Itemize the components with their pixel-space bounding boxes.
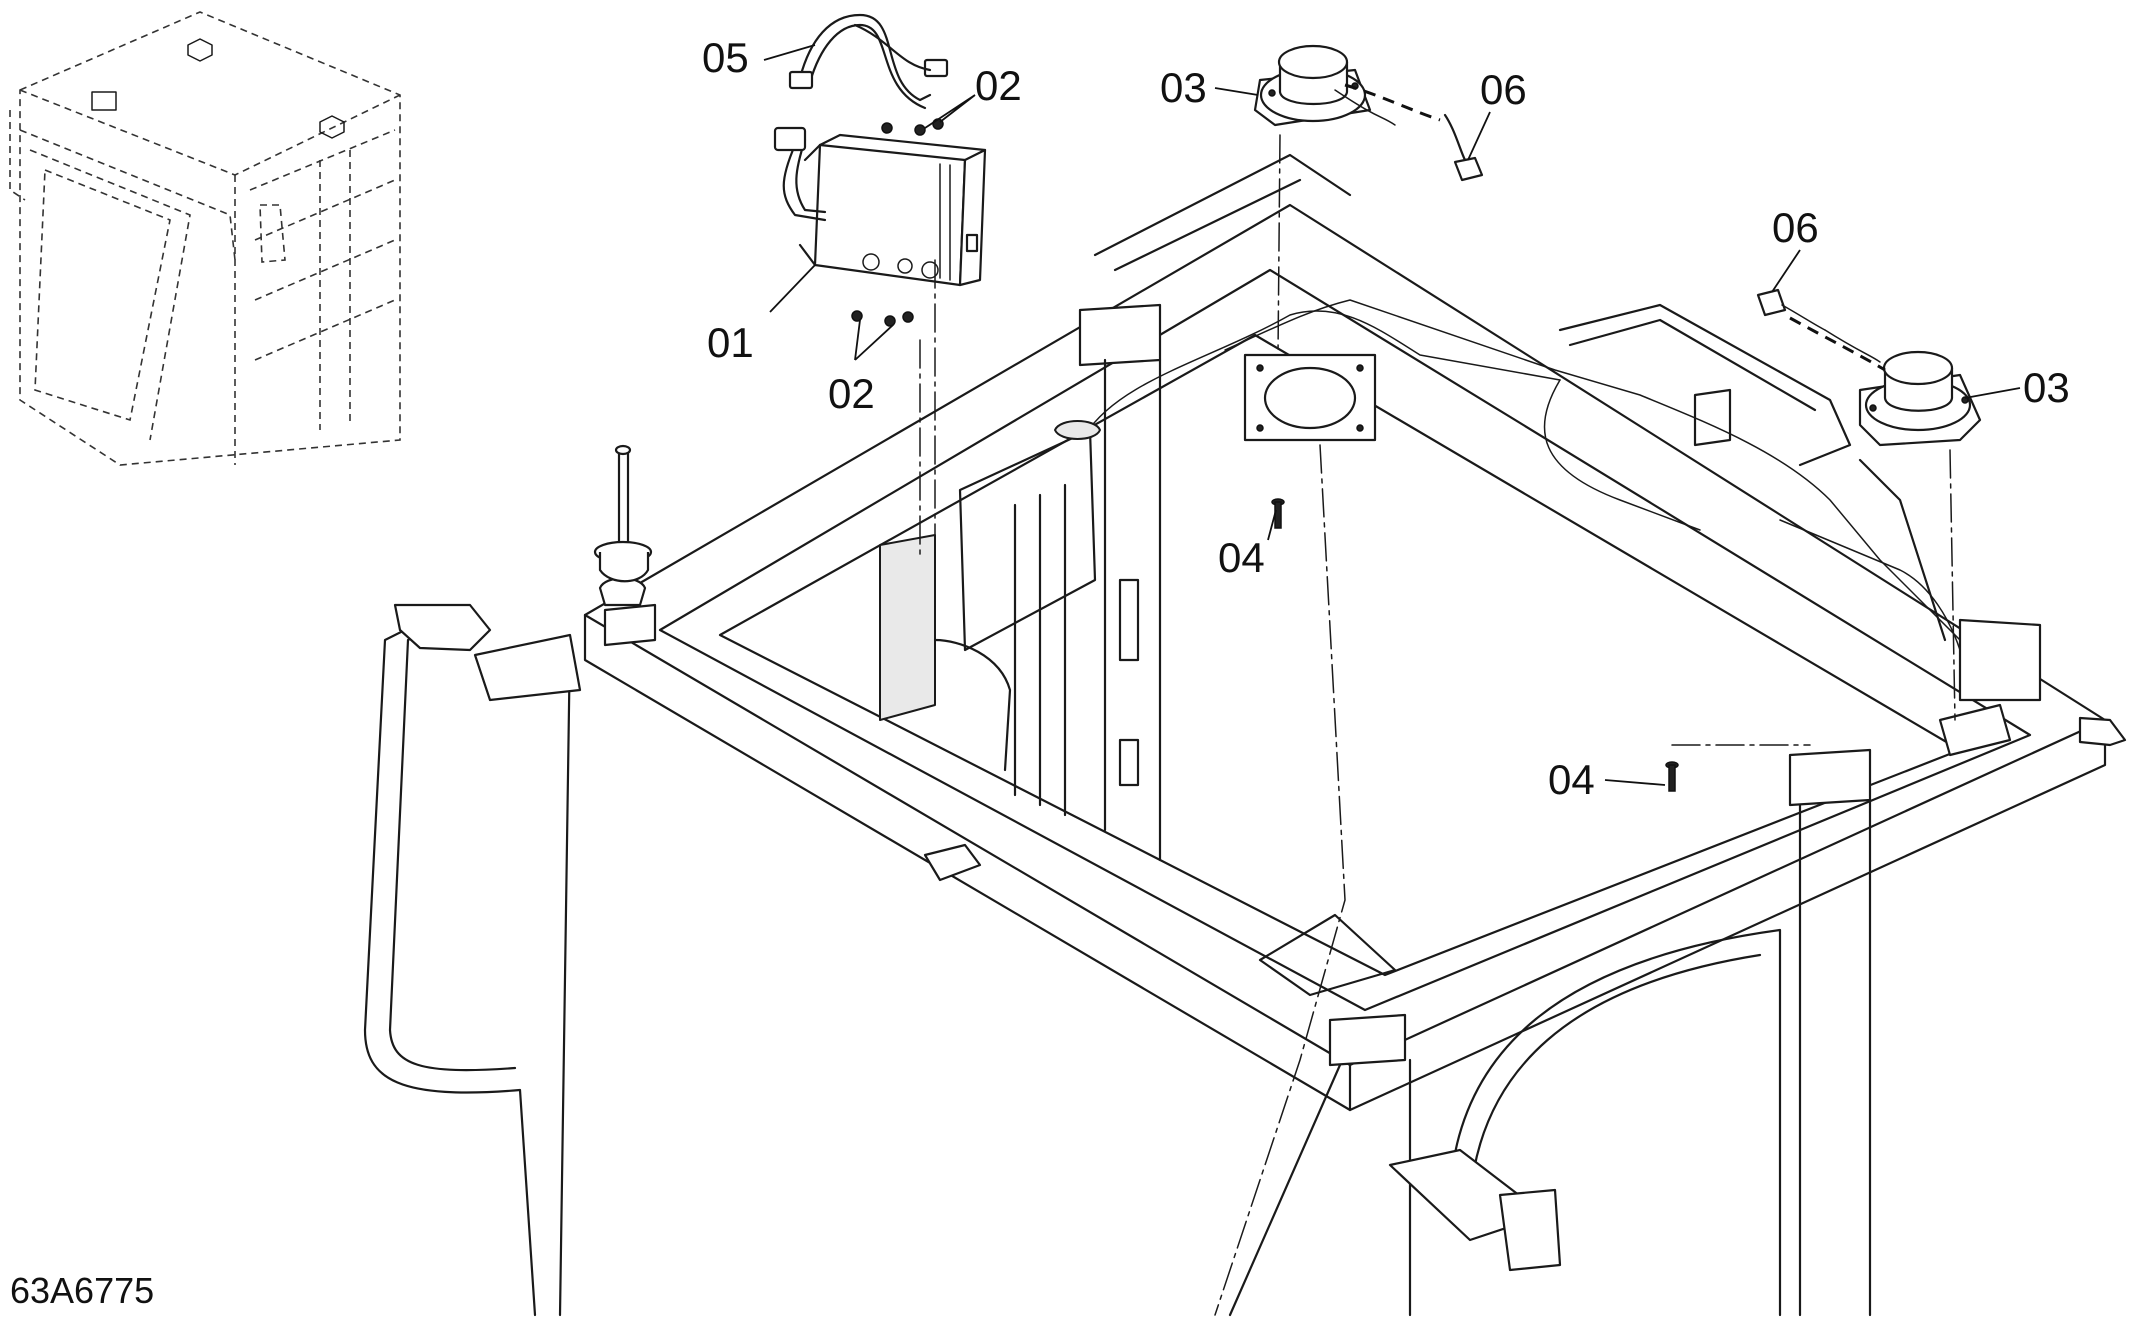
callout-03-right: 03 <box>2023 364 2070 411</box>
callout-05: 05 <box>702 34 749 81</box>
screw-right <box>1665 761 1679 792</box>
callout-06-right: 06 <box>1772 204 1819 251</box>
installation-lines <box>919 134 1956 1316</box>
key-speaker-mark-2 <box>319 115 345 139</box>
callout-01: 01 <box>707 319 754 366</box>
speaker-right <box>1858 350 1982 447</box>
connector-top <box>1334 83 1484 182</box>
key-speaker-mark-1 <box>187 38 213 62</box>
callout-labels: 01 02 02 03 03 04 04 05 06 06 <box>702 34 2070 803</box>
speaker-top <box>1253 44 1372 127</box>
location-key-cab <box>9 11 401 466</box>
callout-02-upper: 02 <box>975 62 1022 109</box>
wire-harness <box>773 13 949 222</box>
antenna <box>593 444 653 583</box>
callout-02-lower: 02 <box>828 370 875 417</box>
callout-04-center: 04 <box>1218 534 1265 581</box>
speaker-bracket <box>1243 353 1377 442</box>
connector-right <box>1756 288 1886 372</box>
callout-04-right: 04 <box>1548 756 1595 803</box>
callout-03-top: 03 <box>1160 64 1207 111</box>
radio-unit <box>798 133 987 287</box>
callout-06-top: 06 <box>1480 66 1527 113</box>
figure-id: 63A6775 <box>10 1270 154 1311</box>
cab-roof-frame <box>363 153 2127 1317</box>
fastener-set-lower <box>851 310 914 327</box>
key-roof-box <box>91 91 117 111</box>
callout-leaders <box>763 44 2021 786</box>
